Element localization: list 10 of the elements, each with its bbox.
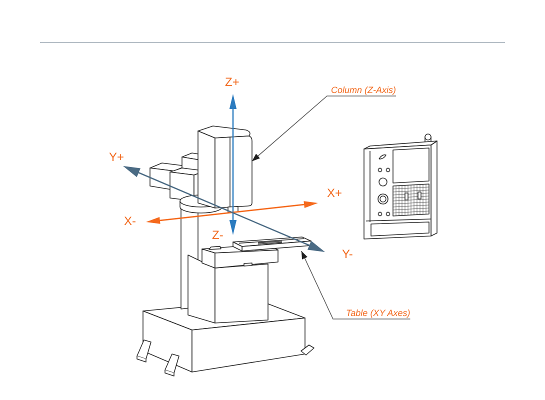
callout-label: Column (Z-Axis) xyxy=(331,85,396,96)
leader-line xyxy=(252,96,396,162)
axis-label: Y+ xyxy=(109,151,124,164)
axis-label: Z- xyxy=(212,229,224,242)
leader-line xyxy=(301,250,411,320)
axis-label: X+ xyxy=(327,187,342,200)
axis-label: X- xyxy=(124,215,136,228)
axis-label: Z+ xyxy=(225,76,240,89)
callout-label: Table (XY Axes) xyxy=(346,308,410,319)
axis-label: Y- xyxy=(342,248,353,261)
